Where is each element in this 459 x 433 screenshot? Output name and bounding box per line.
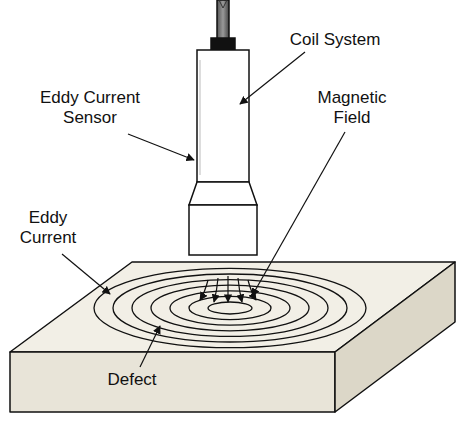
eddy-current-loops [94, 268, 366, 347]
coil-label: Coil System [270, 30, 400, 50]
field-label: Magnetic Field [306, 88, 398, 128]
magnetic-field-lines [200, 276, 256, 302]
eddy-current-loop [170, 291, 290, 325]
eddy-current-loop [113, 274, 347, 342]
eddy-current-loop [208, 302, 252, 314]
eddy-current-loop [132, 280, 328, 337]
eddy-current-loop [189, 296, 271, 319]
eddy-current-label: Eddy Current [11, 208, 85, 248]
defect-label: Defect [92, 370, 172, 390]
eddy-current-probe [189, 0, 257, 255]
sensor-label: Eddy Current Sensor [31, 88, 149, 128]
test-plate [10, 262, 455, 412]
eddy-current-loop [151, 285, 309, 331]
eddy-current-loop [94, 268, 366, 347]
